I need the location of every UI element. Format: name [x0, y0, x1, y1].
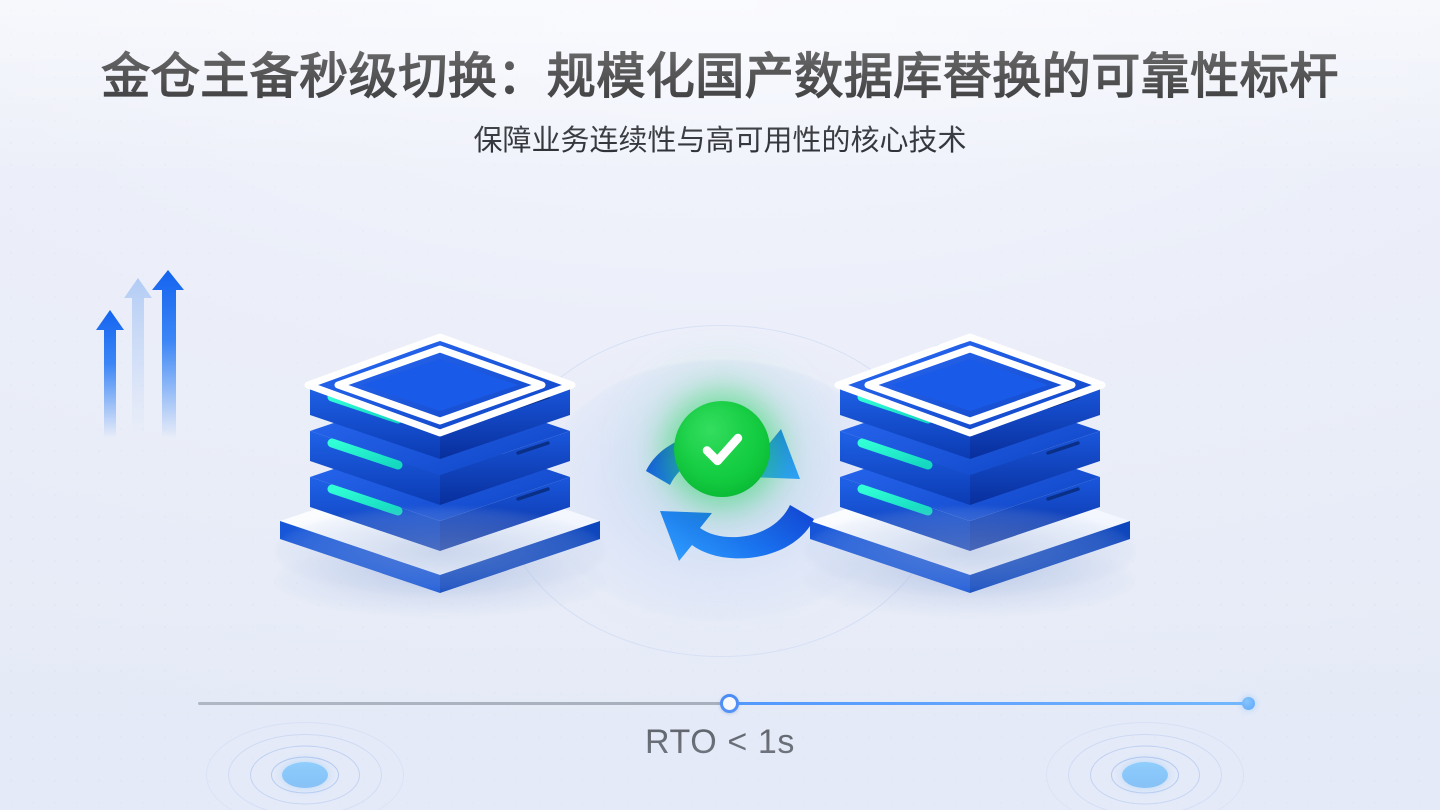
timeline-end-marker [1242, 697, 1255, 710]
rto-timeline[interactable]: RTO < 1s [0, 688, 1440, 761]
check-circle-icon [674, 401, 770, 497]
standby-database-server[interactable] [800, 275, 1140, 605]
primary-database-server[interactable] [270, 275, 610, 605]
timeline-knob[interactable] [720, 694, 739, 713]
page-title: 金仓主备秒级切换：规模化国产数据库替换的可靠性标杆 [101, 50, 1339, 104]
primary-base-shadow [275, 507, 605, 595]
trending-up-arrows-icon [80, 270, 190, 440]
rto-label: RTO < 1s [645, 723, 795, 761]
page-subtitle: 保障业务连续性与高可用性的核心技术 [473, 124, 967, 157]
standby-base-shadow [805, 507, 1135, 595]
illustration-stage [0, 175, 1440, 810]
header: 金仓主备秒级切换：规模化国产数据库替换的可靠性标杆 保障业务连续性与高可用性的核… [0, 0, 1440, 159]
